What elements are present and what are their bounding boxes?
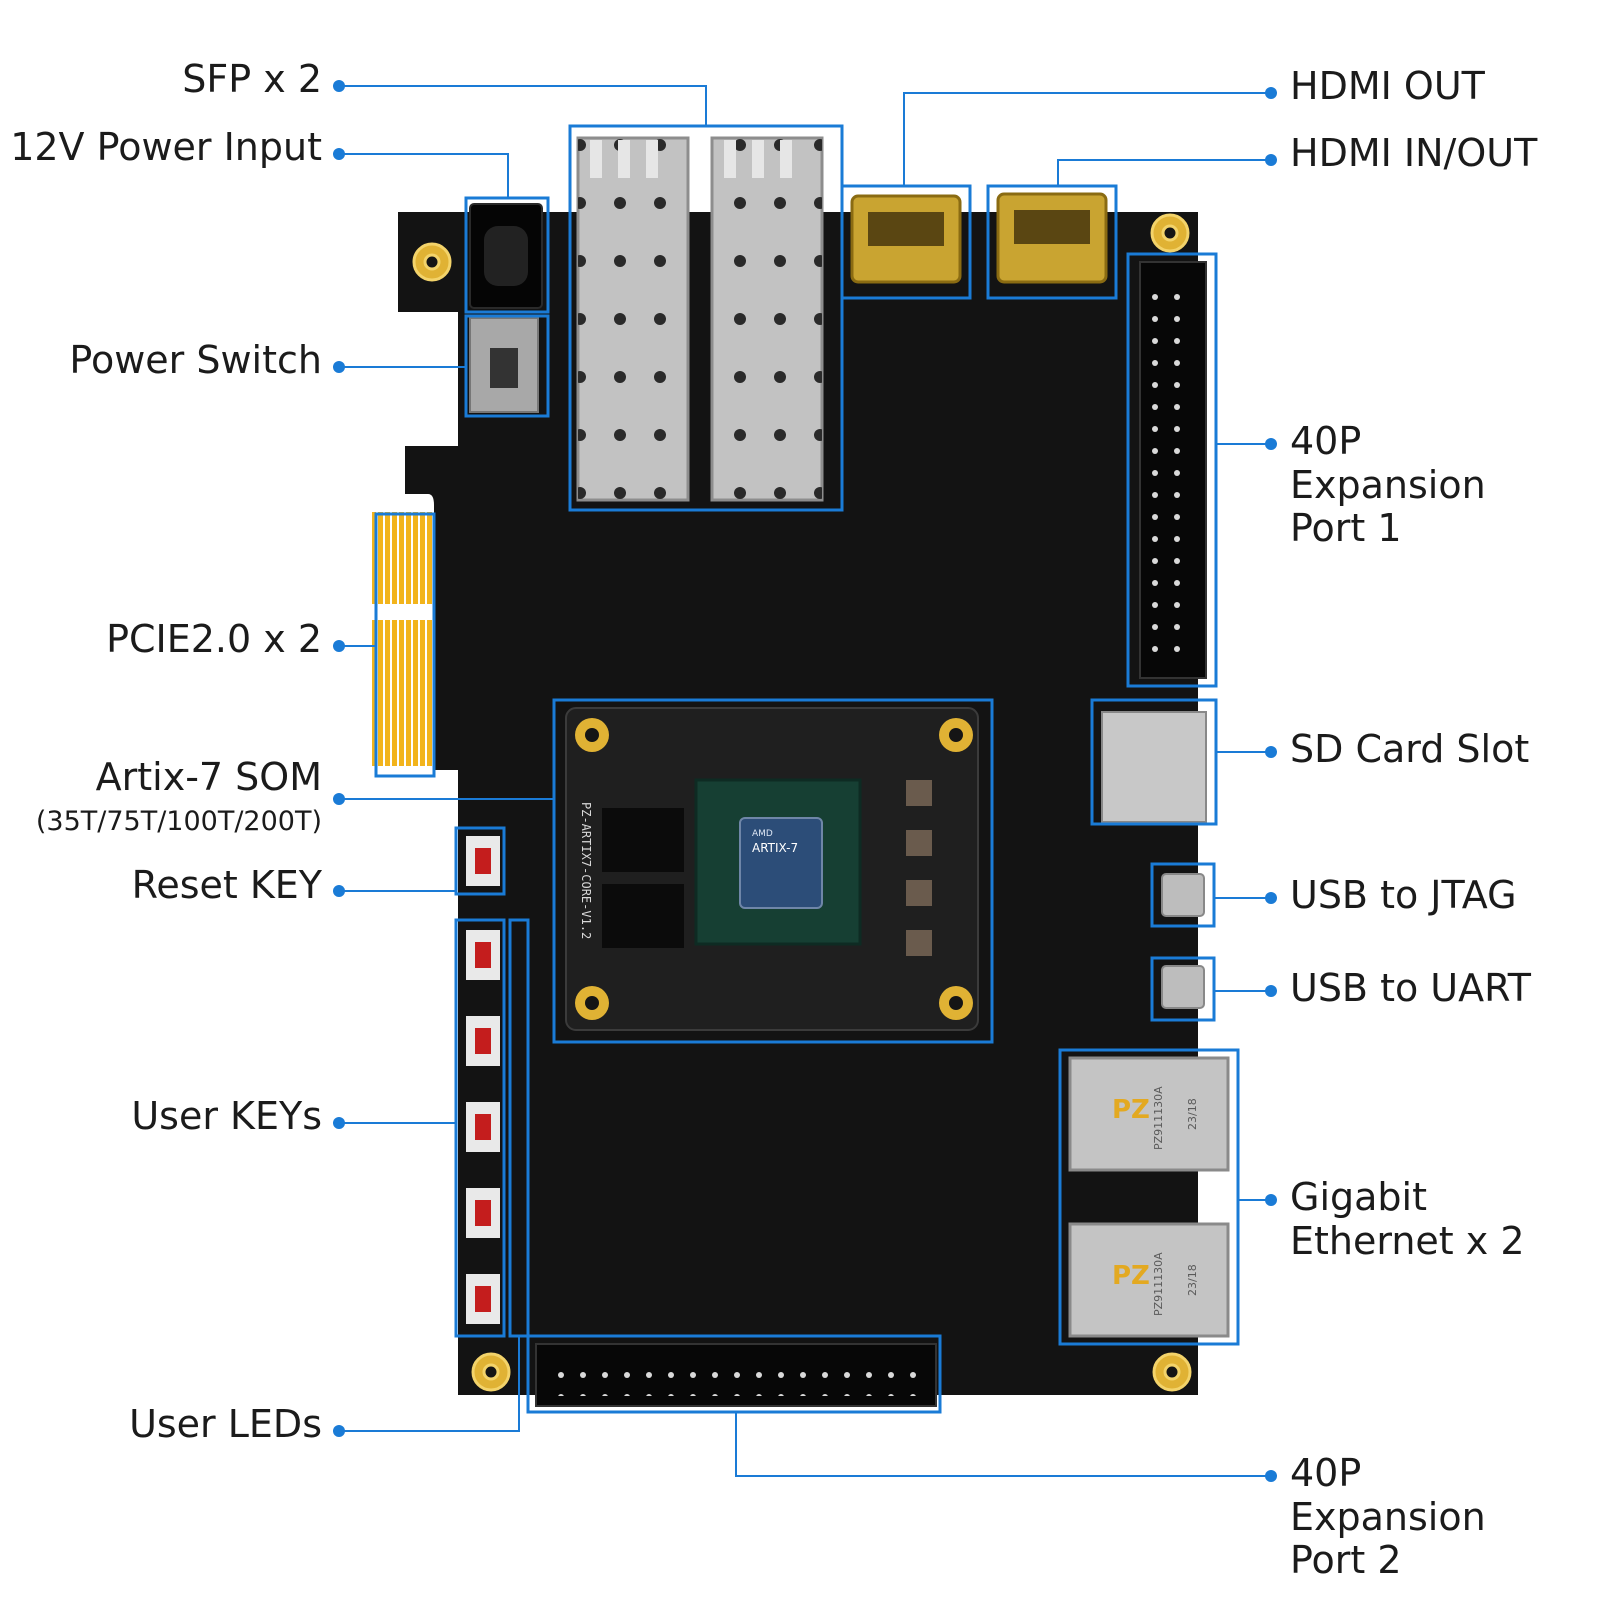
label-user-keys: User KEYs	[131, 1094, 322, 1138]
label-som-variants: (35T/75T/100T/200T)	[35, 806, 322, 837]
usb-uart-connector	[1161, 965, 1205, 1009]
expansion-header-2	[535, 1343, 937, 1407]
expansion-header-1	[1139, 261, 1207, 679]
mounting-holes	[412, 213, 1192, 1392]
fpga-name: ARTIX-7	[752, 841, 798, 855]
fpga-brand: AMD	[752, 829, 773, 839]
label-expansion-1: 40P Expansion Port 1	[1290, 419, 1486, 551]
label-user-leds: User LEDs	[129, 1402, 322, 1446]
label-usb-uart: USB to UART	[1290, 966, 1531, 1010]
rj45-date-2: 23/18	[1186, 1264, 1199, 1296]
label-sd-card: SD Card Slot	[1290, 727, 1530, 771]
label-som: Artix-7 SOM	[95, 755, 322, 799]
usb-jtag-connector	[1161, 873, 1205, 917]
rj45-jacks: PZ PZ PZ911130A PZ911130A 23/18 23/18	[1068, 1056, 1230, 1338]
leader-lines	[339, 85, 1271, 1477]
push-buttons	[466, 836, 500, 1324]
leader-dots	[333, 80, 1277, 1482]
sd-card-slot	[1101, 711, 1207, 823]
rj45-part-1: PZ911130A	[1152, 1086, 1165, 1150]
label-hdmi-out: HDMI OUT	[1290, 64, 1485, 108]
label-reset-key: Reset KEY	[131, 863, 322, 907]
rj45-logo-2: PZ	[1112, 1261, 1150, 1291]
som-silkscreen: PZ-ARTIX7-CORE-V1.2	[579, 802, 593, 939]
label-hdmi-in-out: HDMI IN/OUT	[1290, 131, 1538, 175]
rj45-logo-1: PZ	[1112, 1095, 1150, 1125]
label-usb-jtag: USB to JTAG	[1290, 873, 1517, 917]
pcie-gold-fingers	[372, 512, 432, 766]
sfp-cages	[576, 136, 824, 502]
rj45-part-2: PZ911130A	[1152, 1252, 1165, 1316]
label-power-switch: Power Switch	[69, 338, 322, 382]
hdmi-connectors	[850, 192, 1108, 284]
label-pcie: PCIE2.0 x 2	[106, 617, 322, 661]
label-expansion-2: 40P Expansion Port 2	[1290, 1451, 1486, 1583]
artix7-som: AMD ARTIX-7 PZ-ARTIX7-CORE-V1.2	[565, 707, 979, 1031]
label-ethernet: Gigabit Ethernet x 2	[1290, 1175, 1525, 1263]
rj45-date-1: 23/18	[1186, 1098, 1199, 1130]
label-power-input: 12V Power Input	[10, 125, 322, 169]
label-sfp: SFP x 2	[182, 57, 322, 101]
